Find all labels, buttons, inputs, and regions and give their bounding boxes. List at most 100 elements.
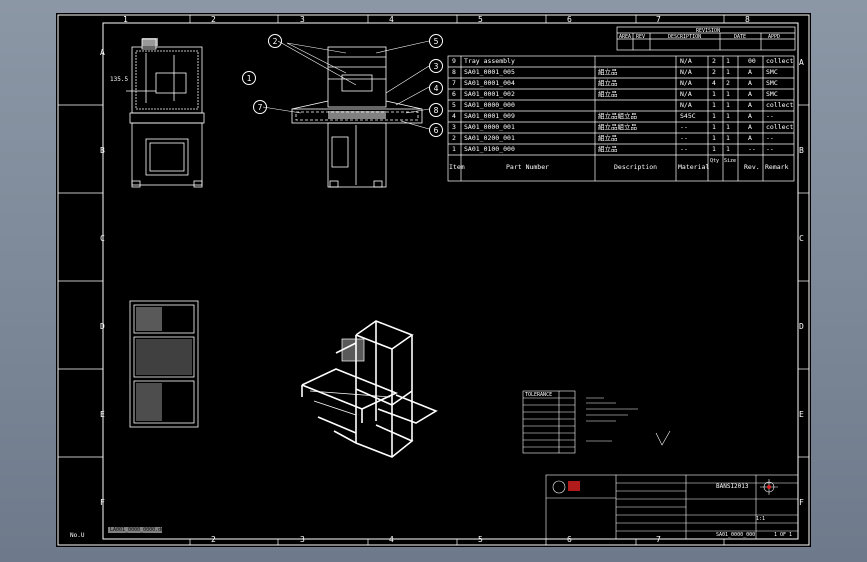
bom-header-material: Material <box>678 163 710 171</box>
sheet-number: 1 OF 1 <box>774 532 793 538</box>
bom-cell-remark: -- <box>766 145 774 153</box>
column-number: 4 <box>389 15 394 24</box>
bom-cell-qty: 2 <box>712 57 716 65</box>
row-letter-right: F <box>799 498 804 507</box>
balloon-callout[interactable]: 1 <box>242 71 256 85</box>
bom-cell-qty2: 1 <box>726 134 730 142</box>
revision-title: REVISION <box>696 28 721 34</box>
balloon-callout[interactable]: 7 <box>253 100 267 114</box>
bom-cell-qty2: 2 <box>726 79 730 87</box>
column-number: 5 <box>478 15 483 24</box>
bom-cell-desc: 組立品 <box>598 145 618 153</box>
row-letter: E <box>100 410 105 419</box>
column-number: 2 <box>211 15 216 24</box>
bom-cell-material: N/A <box>680 79 692 87</box>
bom-cell-qty: 1 <box>712 112 716 120</box>
bom-cell-remark: collect <box>766 123 794 131</box>
bom-cell-rev: A <box>748 79 752 87</box>
revision-header: REV <box>636 34 646 40</box>
row-letter: A <box>100 48 105 57</box>
row-letter: F <box>100 498 105 507</box>
row-letter-right: D <box>799 322 804 331</box>
revision-header: APPD <box>768 34 781 40</box>
bom-cell-qty2: 1 <box>726 123 730 131</box>
row-letter: B <box>100 146 105 155</box>
bom-cell-part: SA01_0001_004 <box>464 79 515 87</box>
balloon-callout[interactable]: 6 <box>429 123 443 137</box>
bom-cell-qty: 1 <box>712 90 716 98</box>
bom-cell-qty2: 1 <box>726 101 730 109</box>
bom-cell-material: N/A <box>680 90 692 98</box>
row-letter-right: E <box>799 410 804 419</box>
bom-cell-desc: 組立品 <box>598 90 618 98</box>
bom-cell-rev: A <box>748 68 752 76</box>
bom-cell-remark: SMC <box>766 68 778 76</box>
bom-header-part: Part Number <box>506 163 550 171</box>
bom-cell-remark: -- <box>766 134 774 142</box>
revision-header: DESCRIPTION <box>668 34 702 40</box>
bom-cell-qty: 1 <box>712 101 716 109</box>
balloon-callout[interactable]: 8 <box>429 103 443 117</box>
bom-cell-part: SA01_0100_000 <box>464 145 515 153</box>
balloon-callout[interactable]: 2 <box>268 34 282 48</box>
bom-cell-remark: SMC <box>766 90 778 98</box>
row-letter-right: C <box>799 234 804 243</box>
bom-cell-item: 3 <box>452 123 456 131</box>
drawing-canvas[interactable]: 1 2 3 4 5 6 7 8 2 3 4 5 6 7 A B C D E F … <box>56 13 811 547</box>
column-number-bottom: 4 <box>389 535 394 544</box>
bom-cell-part: SA01_0000_001 <box>464 123 515 131</box>
bom-cell-item: 5 <box>452 101 456 109</box>
balloon-callout[interactable]: 4 <box>429 81 443 95</box>
bom-cell-qty: 2 <box>712 68 716 76</box>
bom-cell-qty: 1 <box>712 134 716 142</box>
row-letter: C <box>100 234 105 243</box>
bom-cell-material: N/A <box>680 101 692 109</box>
bom-cell-part: SA01_0001_002 <box>464 90 515 98</box>
tolerance-table-title: TOLERANCE <box>525 392 553 398</box>
bom-header-remark: Remark <box>765 163 789 171</box>
scale-label: 1:1 <box>756 516 766 522</box>
drawing-number: BANSI2013 <box>716 483 749 490</box>
bom-cell-part: SA01_0000_000 <box>464 101 515 109</box>
column-number: 8 <box>745 15 750 24</box>
title-part-number: SA01_0000_000 <box>716 532 756 538</box>
bom-header-rev: Rev. <box>744 163 760 171</box>
dimension-label: 135.5 <box>110 76 129 83</box>
bom-cell-rev: A <box>748 134 752 142</box>
bom-cell-qty2: 1 <box>726 68 730 76</box>
bom-cell-remark: SMC <box>766 79 778 87</box>
bom-cell-material: S45C <box>680 112 696 120</box>
bom-cell-rev: A <box>748 90 752 98</box>
bom-cell-desc: 組立品組立品 <box>598 112 637 120</box>
bom-cell-remark: collect <box>766 101 794 109</box>
bom-cell-rev: A <box>748 112 752 120</box>
column-number-bottom: 6 <box>567 535 572 544</box>
row-letter-right: B <box>799 146 804 155</box>
bom-cell-material: -- <box>680 134 688 142</box>
bom-cell-qty: 4 <box>712 79 716 87</box>
bom-cell-part: SA01_0200_001 <box>464 134 515 142</box>
bom-cell-desc: 組立品 <box>598 68 618 76</box>
column-number: 6 <box>567 15 572 24</box>
column-number: 7 <box>656 15 661 24</box>
bom-cell-item: 8 <box>452 68 456 76</box>
balloon-callout[interactable]: 3 <box>429 59 443 73</box>
corner-label: No.U <box>70 532 85 539</box>
bom-cell-qty: 1 <box>712 123 716 131</box>
column-number-bottom: 3 <box>300 535 305 544</box>
bom-cell-rev: 00 <box>748 57 756 65</box>
bom-cell-rev: A <box>748 101 752 109</box>
bom-cell-rev: -- <box>748 145 756 153</box>
bom-cell-qty2: 1 <box>726 112 730 120</box>
bom-cell-qty: 1 <box>712 145 716 153</box>
balloon-callout[interactable]: 5 <box>429 34 443 48</box>
bom-cell-qty2: 1 <box>726 57 730 65</box>
column-number-bottom: 5 <box>478 535 483 544</box>
bom-cell-qty2: 1 <box>726 90 730 98</box>
